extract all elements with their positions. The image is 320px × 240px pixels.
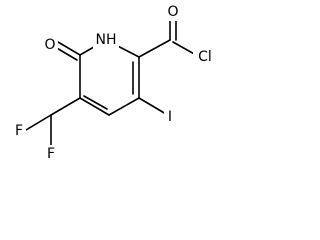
ring-bonds <box>79 39 140 116</box>
bond-c3-c4 <box>108 97 140 116</box>
atom-o-ketone: O <box>42 36 58 54</box>
bond-c6-o-ketone-2 <box>54 46 78 61</box>
bond-c2-cacyl <box>138 39 171 58</box>
bond-c4-c5 <box>79 97 110 116</box>
molecule-structure: O NH O Cl I F F <box>12 3 217 163</box>
atom-f-bottom: F <box>44 145 58 163</box>
atom-label-f-top: F <box>15 123 23 139</box>
bond-c3-i <box>138 97 167 115</box>
atom-labels: O NH O Cl I F F <box>12 3 217 163</box>
bond-cacyl-cl <box>172 41 197 56</box>
atom-i: I <box>164 108 176 126</box>
bond-c5-chf2 <box>50 97 81 116</box>
atom-label-i: I <box>168 109 172 125</box>
atom-label-o-ketone: O <box>44 37 55 53</box>
bond-c6-o-ketone <box>57 41 81 56</box>
atom-label-cl: Cl <box>198 49 212 65</box>
atom-cl: Cl <box>193 47 217 65</box>
atom-nh: NH <box>93 32 119 50</box>
atom-label-nh: NH <box>96 32 117 48</box>
atom-o-acyl: O <box>165 3 181 21</box>
atom-label-o-acyl: O <box>167 4 178 20</box>
bond-c4-c5-inner <box>83 95 108 110</box>
atom-f-top: F <box>12 122 26 140</box>
atom-label-f-bottom: F <box>47 146 55 162</box>
bond-chf2-f-bottom <box>25 114 52 131</box>
